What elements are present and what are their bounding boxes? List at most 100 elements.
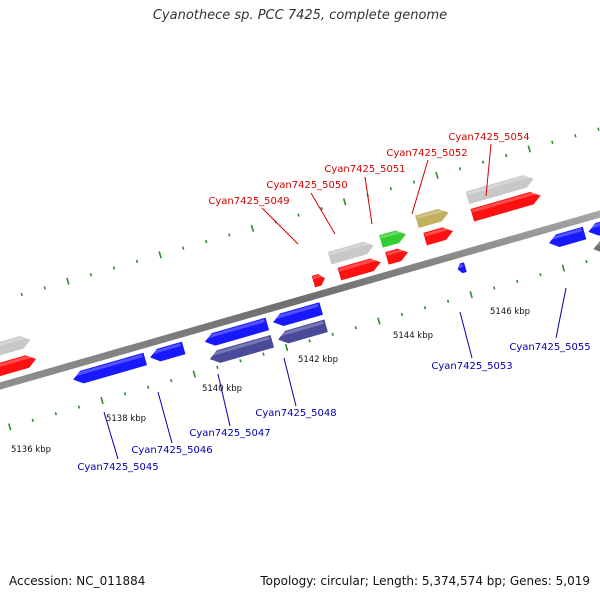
- leader-line: [364, 176, 373, 225]
- scale-label: 5142 kbp: [298, 355, 338, 365]
- gene-shine: [277, 321, 324, 337]
- scale-label: 5144 kbp: [393, 331, 433, 341]
- reverse-tick: [8, 423, 12, 431]
- scale-label: 5136 kbp: [11, 445, 51, 455]
- forward-tick: [43, 286, 46, 290]
- gene-navy: [209, 334, 275, 363]
- gene-red: [385, 247, 409, 265]
- gene-shine: [149, 343, 182, 355]
- gene-blue: [548, 226, 587, 247]
- gene-shine: [548, 228, 582, 241]
- gene-shine: [386, 247, 406, 256]
- gene-label-cyan7425-5054: Cyan7425_5054: [448, 132, 529, 143]
- gene-body: [457, 262, 467, 274]
- gene-shine: [380, 229, 404, 239]
- gene-body: [548, 226, 587, 247]
- reverse-tick: [423, 306, 427, 310]
- forward-tick: [205, 239, 208, 244]
- reverse-tick: [192, 370, 197, 378]
- forward-tick: [551, 140, 554, 145]
- gene-body: [423, 227, 453, 246]
- genome-title: Cyanothece sp. PCC 7425, complete genome: [152, 8, 448, 23]
- leader-line: [485, 143, 492, 197]
- gene-body: [204, 317, 270, 346]
- gene-grey: [327, 240, 374, 265]
- gene-label-cyan7425-5047: Cyan7425_5047: [189, 428, 270, 439]
- gene-red: [0, 354, 37, 377]
- gene-shine: [272, 303, 319, 320]
- gene-body: [0, 355, 37, 377]
- gene-label-cyan7425-5050: Cyan7425_5050: [266, 180, 347, 191]
- gene-blue: [272, 302, 323, 327]
- genome-backbone: [0, 210, 600, 390]
- gene-label-cyan7425-5049: Cyan7425_5049: [208, 196, 289, 207]
- scale-label: 5140 kbp: [202, 384, 242, 394]
- gene-shine: [0, 354, 34, 367]
- gene-body: [327, 241, 374, 265]
- forward-tick: [297, 213, 300, 217]
- gene-shine: [338, 257, 379, 272]
- gene-shine: [466, 174, 532, 196]
- gene-shine: [457, 263, 464, 269]
- reverse-tick: [561, 264, 566, 272]
- reverse-tick: [469, 291, 473, 299]
- forward-tick: [250, 224, 255, 232]
- reverse-tick: [446, 299, 450, 303]
- reverse-tick: [239, 359, 242, 363]
- leader-line: [411, 159, 429, 215]
- scale-label: 5146 kbp: [490, 307, 530, 317]
- reverse-tick: [539, 273, 542, 277]
- gene-grey: [465, 174, 534, 205]
- reverse-tick: [31, 418, 34, 422]
- reverse-tick: [516, 279, 519, 284]
- gene-shine: [416, 207, 447, 220]
- gene-label-cyan7425-5055: Cyan7425_5055: [509, 342, 590, 353]
- gene-shine: [313, 274, 323, 280]
- reverse-tick: [585, 259, 588, 264]
- gene-body: [385, 248, 409, 265]
- reverse-tick: [100, 396, 104, 405]
- leader-line: [555, 287, 567, 339]
- reverse-tick: [123, 392, 127, 396]
- scale-label: 5138 kbp: [106, 414, 146, 424]
- forward-tick: [135, 259, 139, 264]
- forward-tick: [112, 266, 116, 270]
- gene-body: [588, 221, 600, 236]
- reverse-tick: [400, 312, 404, 317]
- leader-line: [217, 373, 231, 427]
- gene-red: [337, 257, 381, 281]
- gene-label-cyan7425-5052: Cyan7425_5052: [386, 148, 467, 159]
- forward-tick: [481, 160, 485, 164]
- forward-tick: [574, 134, 577, 138]
- gene-body: [415, 208, 449, 228]
- gene-body: [0, 336, 31, 356]
- reverse-tick: [493, 286, 496, 290]
- genome-summary-text: Topology: circular; Length: 5,374,574 bp…: [260, 574, 590, 588]
- gene-body: [465, 175, 534, 205]
- gene-red: [423, 226, 453, 246]
- forward-tick: [342, 198, 347, 206]
- reverse-tick: [331, 332, 334, 336]
- leader-line: [157, 391, 173, 444]
- reverse-tick: [308, 339, 311, 343]
- gene-body: [593, 240, 600, 252]
- gene-navy: [277, 319, 328, 344]
- forward-tick: [412, 180, 416, 184]
- gene-body: [470, 191, 541, 222]
- gene-red: [311, 273, 325, 288]
- forward-tick: [389, 186, 393, 191]
- forward-tick: [182, 246, 185, 250]
- reverse-tick: [77, 405, 81, 409]
- forward-tick: [228, 233, 231, 237]
- reverse-tick: [284, 343, 289, 352]
- gene-shine: [204, 319, 265, 340]
- leader-line: [103, 411, 119, 460]
- gene-dark: [592, 240, 600, 252]
- gene-body: [379, 230, 406, 248]
- forward-tick: [458, 167, 462, 171]
- forward-tick: [158, 251, 162, 259]
- gene-green: [379, 229, 406, 248]
- gene-body: [209, 334, 275, 363]
- forward-tick: [66, 277, 70, 285]
